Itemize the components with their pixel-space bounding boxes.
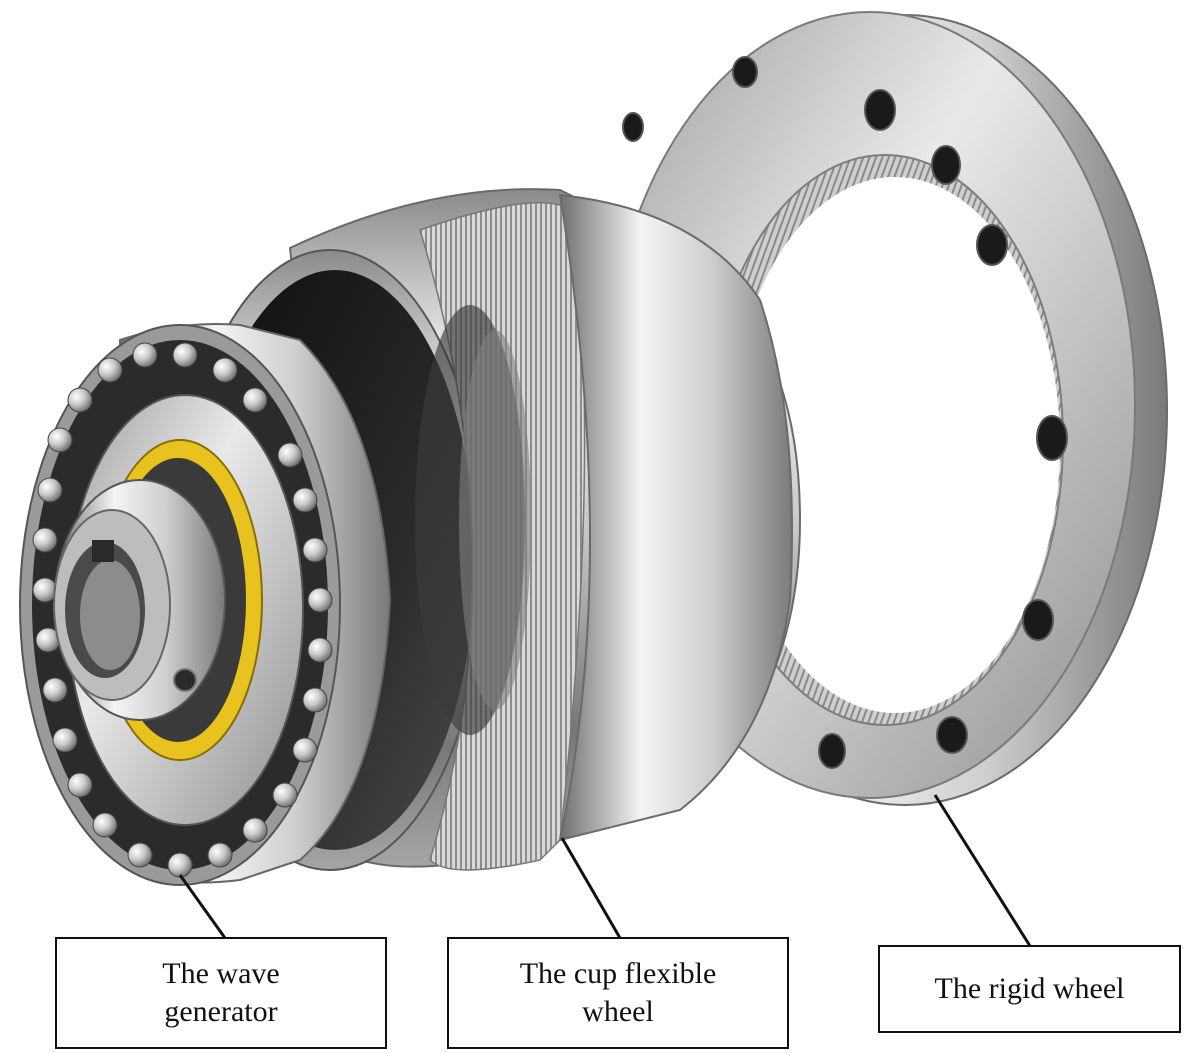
leader-rigid-wheel	[933, 794, 1032, 947]
leader-cup-flexible-wheel	[560, 837, 622, 939]
wave-generator	[19, 323, 392, 886]
label-wave-generator: The wave generator	[55, 937, 387, 1049]
bearing-balls	[32, 342, 333, 878]
rigid-wheel-bolt-holes	[622, 56, 1068, 769]
label-cup-flexible-wheel: The cup flexible wheel	[447, 937, 789, 1049]
leader-lines	[178, 794, 1032, 947]
label-rigid-wheel: The rigid wheel	[878, 945, 1181, 1033]
leader-wave-generator	[178, 874, 227, 939]
